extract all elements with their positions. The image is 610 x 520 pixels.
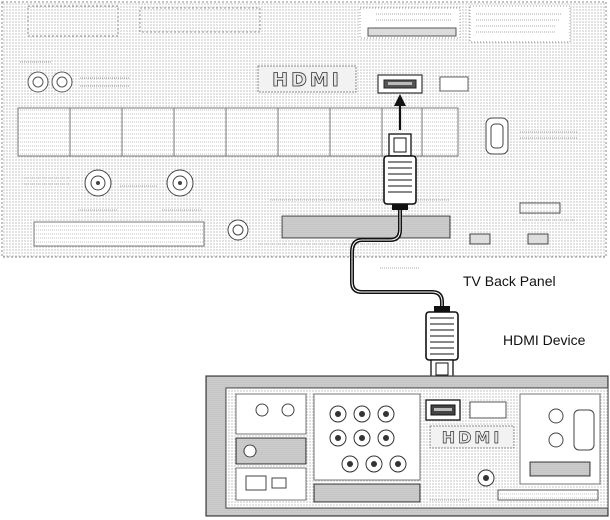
tv-hdmi-logo-text: HDMI bbox=[272, 69, 342, 91]
cable-connector-bottom bbox=[425, 306, 459, 379]
device-left-section bbox=[235, 393, 307, 501]
tv-lower-vents bbox=[33, 221, 205, 247]
cable-wire-highlight bbox=[351, 210, 443, 306]
hdmi-device-panel: HDMI bbox=[205, 375, 609, 517]
hdmi-device-caption: HDMI Device bbox=[503, 332, 586, 348]
tv-back-panel-caption: TV Back Panel bbox=[463, 273, 556, 289]
tv-right-small-ports bbox=[469, 202, 576, 245]
device-bottom-strip bbox=[313, 469, 599, 503]
device-rca-jacks bbox=[313, 393, 421, 481]
cable-connector-top bbox=[383, 133, 417, 210]
tv-vent-grille bbox=[17, 107, 459, 157]
device-secondary-port bbox=[469, 401, 507, 419]
device-hdmi-logo: HDMI bbox=[429, 425, 515, 449]
device-right-section bbox=[519, 393, 601, 485]
tv-pc-port bbox=[485, 117, 578, 155]
tv-hdmi-input-port[interactable] bbox=[377, 74, 423, 94]
tv-expansion-slot bbox=[281, 215, 451, 239]
device-hdmi-logo-text: HDMI bbox=[442, 428, 503, 447]
tv-secondary-port bbox=[439, 76, 469, 92]
tv-top-labels bbox=[359, 5, 571, 43]
tv-antenna-connectors bbox=[22, 169, 249, 241]
arrow-to-tv-head bbox=[394, 94, 406, 106]
tv-back-panel: HDMI bbox=[1, 1, 607, 269]
device-hdmi-output-port[interactable] bbox=[425, 399, 461, 421]
tv-hdmi-logo: HDMI bbox=[257, 65, 357, 93]
tv-audio-jacks bbox=[20, 61, 130, 93]
